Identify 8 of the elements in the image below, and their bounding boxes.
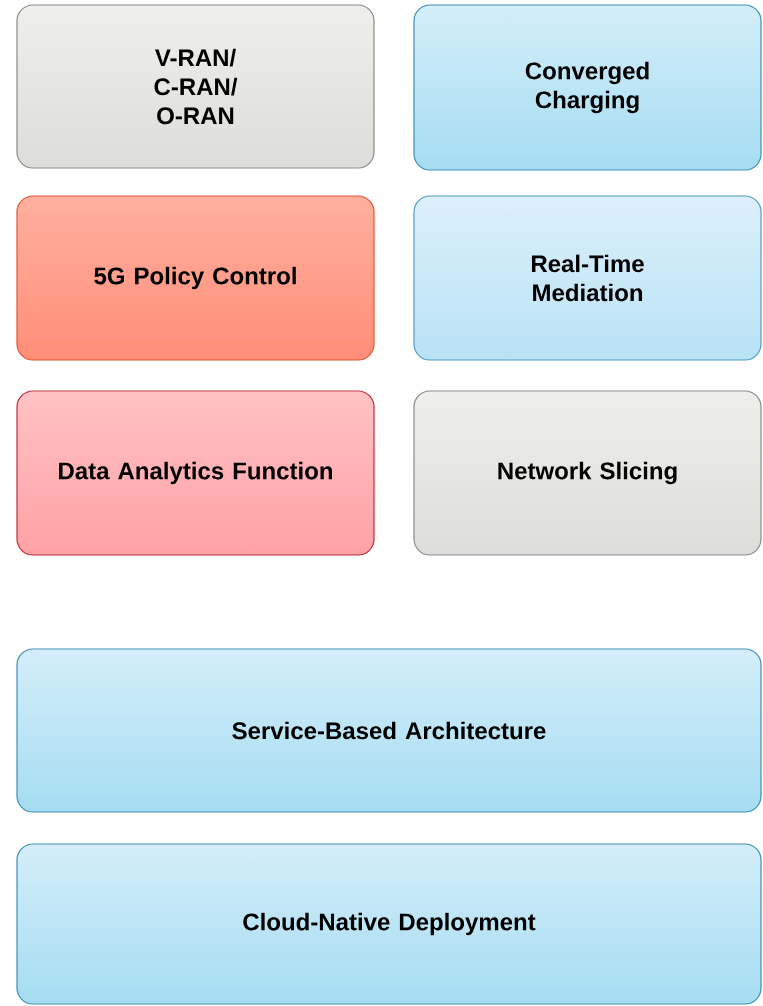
text-box: Network Slicing [413, 390, 762, 556]
text-box: Cloud-Native Deployment [16, 843, 762, 1005]
text-box: V-RAN/ C-RAN/ O-RAN [16, 4, 375, 169]
text-box: Service-Based Architecture [16, 648, 762, 813]
text-box: Data Analytics Function [16, 390, 375, 556]
text-box: Real-Time Mediation [413, 195, 762, 361]
text-box: Converged Charging [413, 4, 762, 171]
text-box: 5G Policy Control [16, 195, 375, 361]
